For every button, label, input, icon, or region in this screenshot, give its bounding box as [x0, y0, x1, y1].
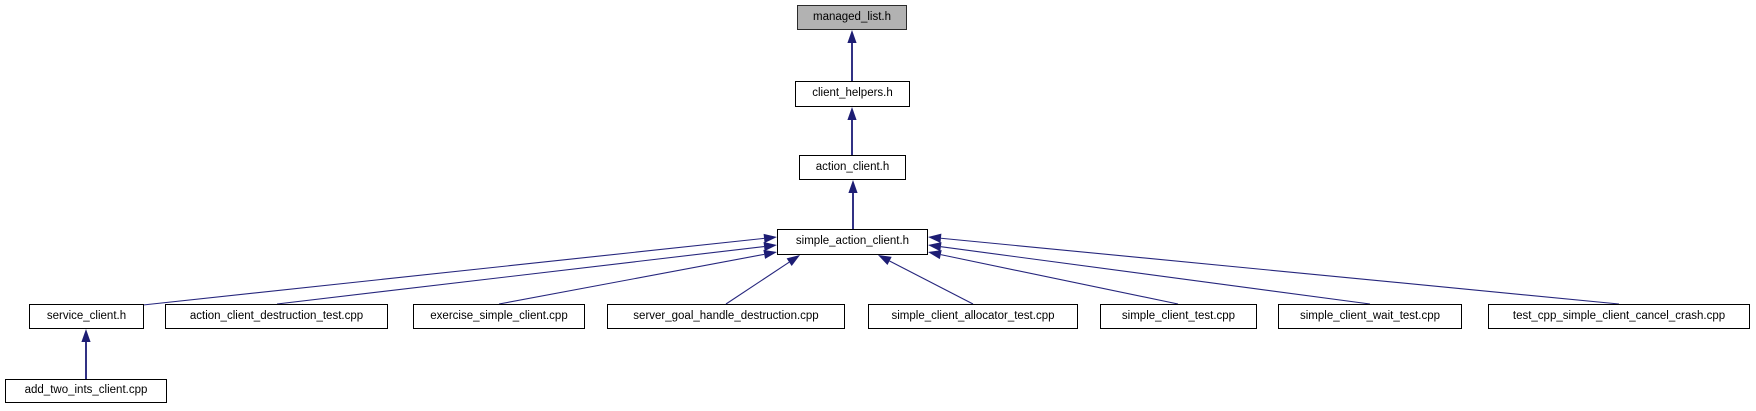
graph-node-server-goal-handle-destruction-cpp[interactable]: server_goal_handle_destruction.cpp — [607, 304, 845, 329]
graph-node-service-client-h[interactable]: service_client.h — [29, 304, 144, 329]
graph-node-label: simple_client_test.cpp — [1121, 309, 1236, 322]
graph-node-label: action_client_destruction_test.cpp — [189, 309, 364, 322]
graph-node-label: client_helpers.h — [812, 87, 893, 100]
graph-node-label: service_client.h — [46, 309, 127, 322]
arrowhead-icon — [848, 180, 858, 193]
edge-service-client-h-to-simple-action-client-h — [142, 233, 777, 306]
graph-node-test-cpp-simple-client-cancel-crash-cpp[interactable]: test_cpp_simple_client_cancel_crash.cpp — [1488, 304, 1750, 329]
arrowhead-icon — [928, 233, 942, 243]
edge-test-cpp-simple-client-cancel-crash-cpp-to-simple-action-client-h — [928, 233, 1620, 305]
graph-node-simple-client-wait-test-cpp[interactable]: simple_client_wait_test.cpp — [1278, 304, 1462, 329]
edge-simple-client-test-cpp-to-simple-action-client-h — [928, 250, 1179, 305]
arrowhead-icon — [81, 329, 91, 342]
edge-action-client-destruction-test-cpp-to-simple-action-client-h — [276, 241, 777, 305]
edge-simple-action-client-h-to-action-client-h — [848, 180, 858, 229]
graph-node-simple-action-client-h[interactable]: simple_action_client.h — [777, 229, 928, 255]
edge-client-helpers-h-to-managed-list-h — [847, 30, 857, 81]
arrowhead-icon — [847, 107, 857, 120]
graph-node-label: simple_client_allocator_test.cpp — [891, 309, 1055, 322]
edge-exercise-simple-client-cpp-to-simple-action-client-h — [498, 249, 777, 305]
graph-node-simple-client-allocator-test-cpp[interactable]: simple_client_allocator_test.cpp — [868, 304, 1078, 329]
graph-node-label: simple_action_client.h — [795, 235, 910, 248]
graph-node-label: action_client.h — [815, 160, 890, 173]
graph-node-label: managed_list.h — [813, 10, 891, 23]
graph-node-client-helpers-h[interactable]: client_helpers.h — [795, 81, 910, 107]
arrowhead-icon — [928, 250, 942, 260]
arrowhead-icon — [763, 233, 777, 243]
edge-action-client-h-to-client-helpers-h — [847, 107, 857, 155]
edge-simple-client-allocator-test-cpp-to-simple-action-client-h — [878, 255, 974, 305]
graph-node-simple-client-test-cpp[interactable]: simple_client_test.cpp — [1100, 304, 1257, 329]
graph-node-action-client-destruction-test-cpp[interactable]: action_client_destruction_test.cpp — [165, 304, 388, 329]
arrowhead-icon — [786, 255, 800, 267]
graph-node-managed-list-h[interactable]: managed_list.h — [797, 5, 907, 30]
arrowhead-icon — [763, 241, 777, 252]
graph-node-label: server_goal_handle_destruction.cpp — [633, 309, 819, 322]
graph-node-label: test_cpp_simple_client_cancel_crash.cpp — [1512, 309, 1726, 322]
graph-node-label: simple_client_wait_test.cpp — [1300, 309, 1440, 322]
edge-add-two-ints-client-cpp-to-service-client-h — [81, 329, 91, 379]
edge-server-goal-handle-destruction-cpp-to-simple-action-client-h — [725, 255, 800, 305]
graph-node-label: exercise_simple_client.cpp — [430, 309, 568, 322]
edge-simple-client-wait-test-cpp-to-simple-action-client-h — [928, 242, 1371, 305]
graph-node-exercise-simple-client-cpp[interactable]: exercise_simple_client.cpp — [413, 304, 585, 329]
arrowhead-icon — [763, 249, 777, 259]
graph-node-add-two-ints-client-cpp[interactable]: add_two_ints_client.cpp — [5, 379, 167, 403]
arrowhead-icon — [928, 242, 942, 252]
arrowhead-icon — [847, 30, 857, 43]
graph-node-action-client-h[interactable]: action_client.h — [799, 155, 906, 180]
arrowhead-icon — [878, 255, 892, 266]
graph-node-label: add_two_ints_client.cpp — [24, 384, 148, 397]
